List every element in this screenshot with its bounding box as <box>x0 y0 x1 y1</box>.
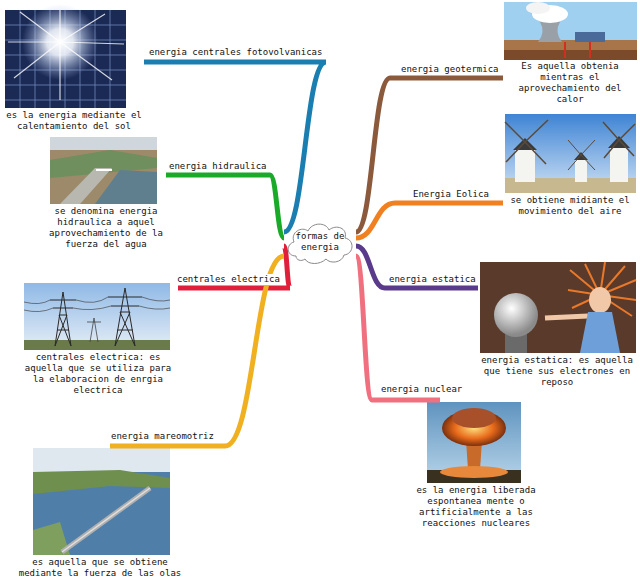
power-tower-picture-part <box>108 288 142 346</box>
nuclear-explosion-picture <box>427 402 521 483</box>
windmill-picture-part <box>608 136 630 148</box>
dam-picture-part <box>96 169 112 171</box>
central-cloud: formas de energia <box>284 218 356 266</box>
static-electricity-picture-part <box>545 316 588 318</box>
caption-text: se obtiene midiante el movimiento del ai… <box>505 195 635 217</box>
picture-card: es la energia mediante el calentamiento … <box>4 8 144 134</box>
dam-picture-part <box>50 137 157 204</box>
picture-card: se denomina energia hidraulica a aquel a… <box>46 135 166 252</box>
branch-label: energia nuclear <box>380 384 463 395</box>
caption-text: energia estatica: es aquella que tiene s… <box>480 355 634 388</box>
central-topic: formas de energia <box>292 231 348 253</box>
caption-text: es la energia mediante el calentamiento … <box>6 110 142 132</box>
geothermal-plant-picture <box>504 2 637 60</box>
branch-label: Energia Eolica <box>412 189 490 200</box>
static-electricity-picture-part <box>480 262 636 353</box>
nuclear-explosion-picture-part <box>452 408 496 428</box>
geothermal-plant-picture-part <box>575 32 605 42</box>
picture-card: Es aquella obtenia mientras el aprovecha… <box>503 0 637 107</box>
power-tower-picture-part <box>87 318 101 342</box>
solar-panel-picture <box>5 4 126 108</box>
static-electricity-picture <box>480 262 636 353</box>
power-tower-picture <box>24 283 170 350</box>
static-electricity-picture-part <box>568 262 636 316</box>
dam-picture-part <box>95 170 157 204</box>
static-electricity-picture-part <box>589 287 611 313</box>
branch-label: energia mareomotriz <box>110 431 215 442</box>
branch-label: centrales electrica <box>176 274 281 285</box>
nuclear-explosion-picture-part <box>427 402 521 483</box>
nuclear-explosion-picture-part <box>440 466 508 478</box>
geothermal-plant-picture-part <box>538 22 562 42</box>
windmill-picture <box>505 114 636 193</box>
solar-panel-picture-part <box>8 10 124 100</box>
windmill-picture-part <box>505 114 636 193</box>
geothermal-plant-picture-part <box>565 42 590 58</box>
tidal-plant-picture <box>33 448 170 555</box>
windmill-picture-part <box>513 138 537 150</box>
cloud-outline-path <box>288 224 352 263</box>
branch-label: energia geotermica <box>400 64 500 75</box>
static-electricity-picture-part <box>568 262 636 316</box>
windmill-picture-part <box>610 148 628 182</box>
picture-card: se obtiene midiante el movimiento del ai… <box>503 112 637 219</box>
branch-line <box>356 78 503 232</box>
branch-line <box>356 203 503 238</box>
picture-card: es aquella que se obtiene mediante la fu… <box>14 446 186 581</box>
geothermal-plant-picture-part <box>504 50 637 60</box>
branch-line <box>110 256 284 446</box>
tidal-plant-picture-part <box>33 448 170 555</box>
windmill-picture-part <box>603 122 635 158</box>
caption-text: es aquella que se obtiene mediante la fu… <box>16 557 184 579</box>
power-tower-picture-part <box>50 292 76 346</box>
picture-card: es la energia liberada espontanea mente … <box>414 400 538 531</box>
geothermal-plant-picture-part <box>504 2 637 60</box>
windmill-picture-part <box>515 150 535 182</box>
caption-text: Es aquella obtenia mientras el aprovecha… <box>505 61 635 105</box>
geothermal-plant-picture-part <box>526 2 550 14</box>
static-electricity-picture-part <box>580 312 620 353</box>
picture-card: centrales electrica: es aquella que se u… <box>18 281 178 398</box>
power-tower-picture-part <box>24 297 170 312</box>
branch-label: energia hidraulica <box>168 161 268 172</box>
caption-text: es la energia liberada espontanea mente … <box>416 485 536 529</box>
power-tower-picture-part <box>24 283 170 350</box>
windmill-picture-part <box>574 152 588 160</box>
tidal-plant-picture-part <box>62 488 150 552</box>
geothermal-plant-picture-part <box>504 40 637 60</box>
branch-label: energia estatica <box>388 274 477 285</box>
branch-label: energia centrales fotovolvanicas <box>148 47 323 58</box>
dam-picture-part <box>50 150 157 204</box>
caption-text: centrales electrica: es aquella que se u… <box>20 352 176 396</box>
caption-text: se denomina energia hidraulica a aquel a… <box>48 206 164 250</box>
power-tower-picture-part <box>24 340 170 350</box>
windmill-picture-part <box>568 140 595 170</box>
branch-line <box>166 175 284 238</box>
static-electricity-picture-part <box>494 293 538 337</box>
tidal-plant-picture-part <box>62 488 150 552</box>
dam-picture <box>50 137 157 204</box>
picture-card: energia estatica: es aquella que tiene s… <box>478 260 636 390</box>
branch-line <box>356 246 478 288</box>
branch-line <box>144 62 326 232</box>
windmill-picture-part <box>575 160 587 182</box>
windmill-picture-part <box>505 120 548 164</box>
